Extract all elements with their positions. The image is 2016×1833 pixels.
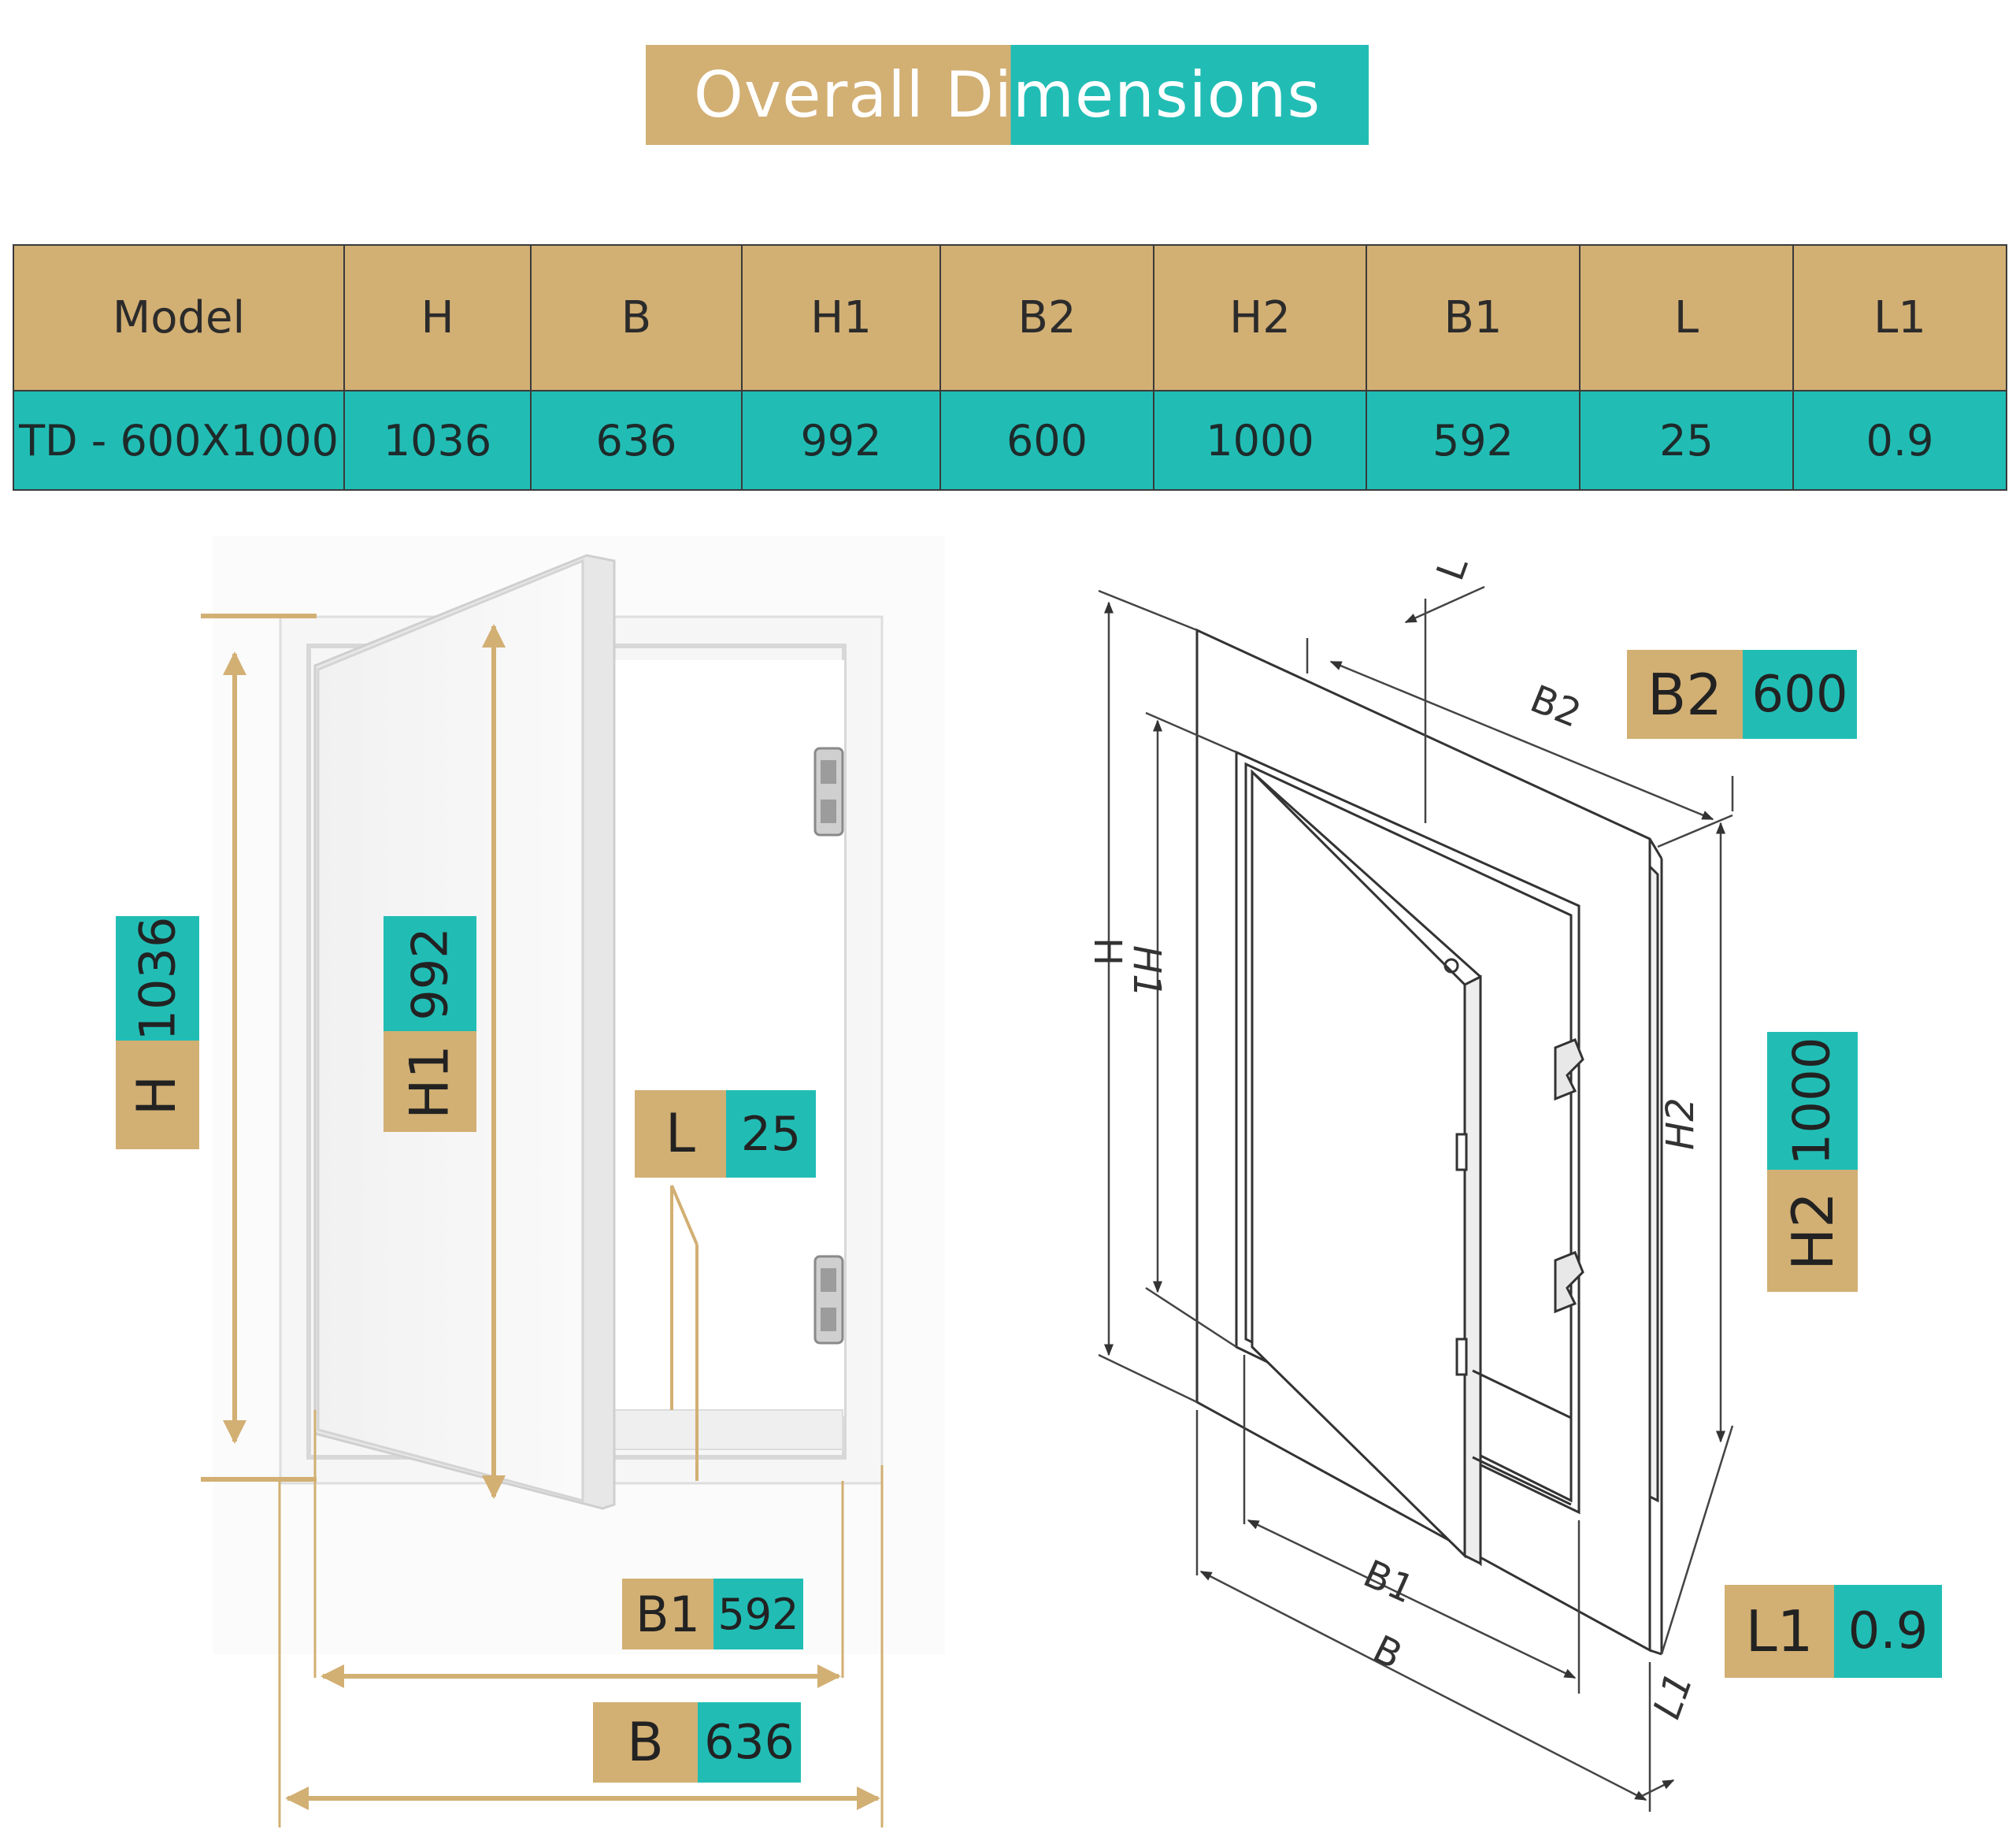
badge-h: H 1036 xyxy=(116,916,199,1149)
header-cell-l1: L1 xyxy=(1792,244,2007,391)
value-cell-b1: 592 xyxy=(1366,390,1581,491)
badge-b2-value: 600 xyxy=(1743,650,1857,739)
value-cell-h: 1036 xyxy=(343,390,532,491)
drawing-label-l1: L1 xyxy=(1645,1667,1702,1724)
table-header-row: Model H B H1 B2 H2 B1 L L1 xyxy=(13,244,2007,391)
header-cell-model: Model xyxy=(13,244,345,391)
badge-h1: H1 992 xyxy=(384,916,476,1132)
right-line-drawing xyxy=(1195,628,1663,1656)
header-cell-h: H xyxy=(343,244,532,391)
badge-l-value: 25 xyxy=(726,1090,816,1178)
badge-b-key: B xyxy=(593,1702,698,1783)
badge-l1: L1 0.9 xyxy=(1725,1585,1942,1678)
arrow-l-drawing xyxy=(1404,585,1485,624)
badge-b1-key: B1 xyxy=(622,1579,713,1649)
badge-h2-value: 1000 xyxy=(1767,1032,1858,1170)
opening-sill xyxy=(606,1409,843,1450)
drawing-label-h2: H2 xyxy=(1658,1097,1703,1150)
arrow-b2-drawing xyxy=(1329,660,1714,821)
value-cell-l: 25 xyxy=(1579,390,1794,491)
left-dimension-lines xyxy=(201,614,884,1827)
drawing-label-b2: B2 xyxy=(1525,677,1588,737)
badge-h2: H2 1000 xyxy=(1767,1032,1858,1292)
drawing-label-b1: B1 xyxy=(1357,1552,1421,1612)
dimensions-table: Model H B H1 B2 H2 B1 L L1 TD - 600X1000… xyxy=(13,244,2007,491)
header-cell-h1: H1 xyxy=(741,244,941,391)
badge-b: B 636 xyxy=(593,1702,801,1783)
door-opening xyxy=(598,660,844,1416)
hinge-bottom xyxy=(813,1255,844,1345)
drawing-label-h: H xyxy=(1085,937,1129,966)
badge-b1: B1 592 xyxy=(622,1579,803,1649)
value-cell-model: TD - 600X1000 xyxy=(13,390,345,491)
badge-l-key: L xyxy=(635,1090,726,1178)
arrow-b-drawing xyxy=(1199,1570,1647,1801)
badge-b-value: 636 xyxy=(698,1702,801,1783)
value-cell-l1: 0.9 xyxy=(1792,390,2007,491)
value-cell-h2: 1000 xyxy=(1153,390,1367,491)
badge-b2-key: B2 xyxy=(1627,650,1743,739)
drawing-label-l: L xyxy=(1429,551,1477,587)
value-cell-h1: 992 xyxy=(741,390,941,491)
badge-b1-value: 592 xyxy=(713,1579,803,1649)
badge-h1-value: 992 xyxy=(384,916,476,1031)
header-cell-l: L xyxy=(1579,244,1794,391)
left-door-illustration xyxy=(213,536,945,1654)
badge-h2-key: H2 xyxy=(1767,1170,1858,1292)
inner-opening-drawing xyxy=(1235,750,1581,1515)
badge-h-key: H xyxy=(116,1041,199,1149)
arrow-l1-drawing xyxy=(1641,1779,1675,1798)
right-dimension-lines xyxy=(1098,585,1734,1812)
badge-h-value: 1036 xyxy=(116,916,199,1041)
header-cell-h2: H2 xyxy=(1153,244,1367,391)
badge-b2: B2 600 xyxy=(1627,650,1857,739)
header-cell-b2: B2 xyxy=(939,244,1154,391)
title-banner: Overall Dimensions xyxy=(646,45,1369,145)
badge-l: L 25 xyxy=(635,1090,816,1178)
drawing-label-h1: H1 xyxy=(1125,945,1169,998)
badge-h1-key: H1 xyxy=(384,1031,476,1132)
badge-l1-key: L1 xyxy=(1725,1585,1834,1678)
header-cell-b1: B1 xyxy=(1366,244,1581,391)
badge-l1-value: 0.9 xyxy=(1834,1585,1942,1678)
table-value-row: TD - 600X1000 1036 636 992 600 1000 592 … xyxy=(13,390,2007,491)
value-cell-b2: 600 xyxy=(939,390,1154,491)
drawing-label-b: B xyxy=(1366,1627,1409,1678)
value-cell-b: 636 xyxy=(530,390,743,491)
hinge-top xyxy=(813,747,844,837)
header-cell-b: B xyxy=(530,244,743,391)
